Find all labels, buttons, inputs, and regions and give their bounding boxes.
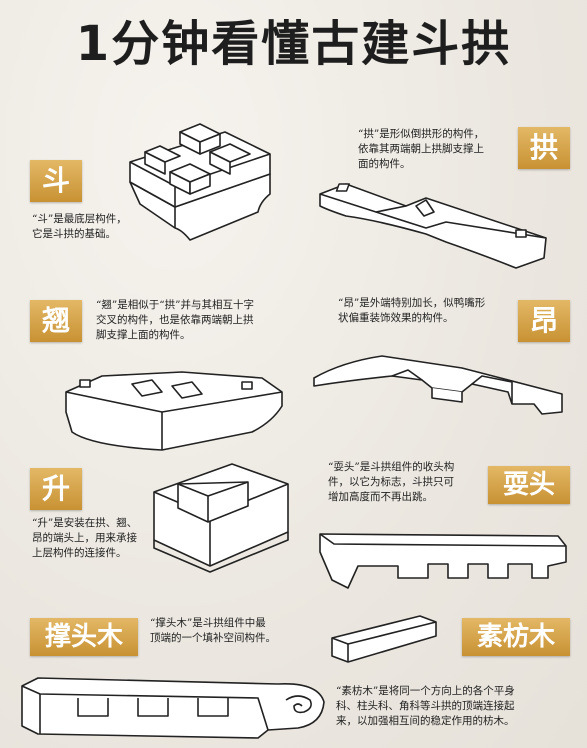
sufangmu-illustration	[331, 615, 437, 663]
desc-ang: “昂”是外端特别加长，似鸭嘴形 状偏重装饰效果的构件。	[338, 296, 485, 326]
desc-sufangmu-line: “素枋木”是将同一个方向上的各个平身	[336, 685, 515, 697]
sheng-edge	[153, 532, 289, 573]
qiao-illustration	[65, 371, 283, 451]
desc-sheng: “升”是安装在拱、翘、 昂的端头上，用来承接 上层构件的连接件。	[32, 516, 137, 561]
desc-sheng-line: 昂的端头上，用来承接	[32, 532, 137, 544]
badge-sheng: 升	[30, 468, 82, 510]
sheng-illustration	[153, 463, 289, 573]
chengtoumu-notch	[137, 698, 169, 717]
qiao-notch	[171, 381, 203, 399]
badge-sufangmu: 素枋木	[462, 618, 570, 656]
dou-base-shape	[129, 173, 271, 241]
dou-post	[209, 151, 231, 175]
chengtoumu-notch	[77, 698, 109, 717]
gong-socket	[515, 229, 527, 238]
desc-sheng-line: “升”是安装在拱、翘、	[32, 517, 138, 529]
desc-chengtoumu-line: 顶端的一个填补空间构件。	[150, 632, 276, 644]
chengtoumu-body	[21, 677, 325, 739]
desc-sufangmu: “素枋木”是将同一个方向上的各个平身 科、柱头科、角科等斗拱的顶端连接起 来，以…	[336, 684, 515, 729]
gong-socket	[335, 183, 350, 192]
ang-edge	[391, 369, 423, 381]
desc-gong-line: “拱”是形似倒拱形的构件，	[358, 128, 485, 140]
sheng-groove	[177, 481, 249, 523]
sheng-edge	[207, 481, 249, 497]
badge-ang: 昂	[518, 300, 570, 342]
qiao-body	[65, 371, 283, 451]
desc-dou-line: “斗”是最底层构件，	[32, 213, 127, 225]
qiao-socket	[79, 379, 91, 388]
shuatou-edge	[319, 533, 567, 547]
dou-illustration	[129, 123, 271, 241]
desc-qiao-line: “翘”是相似于“拱”并与其相互十字	[96, 299, 254, 311]
gong-edge	[375, 211, 547, 239]
desc-ang-line: 状偏重装饰效果的构件。	[338, 312, 454, 324]
desc-shuatou-line: 增加高度而不再出跳。	[328, 491, 433, 503]
desc-gong-line: 面的构件。	[358, 158, 411, 170]
chengtoumu-notch	[197, 698, 229, 717]
ang-edge	[471, 375, 513, 404]
desc-dou: “斗”是最底层构件， 它是斗拱的基础。	[32, 212, 127, 242]
desc-ang-line: “昂”是外端特别加长，似鸭嘴形	[338, 297, 486, 309]
desc-qiao-line: 脚支撑上面的构件。	[96, 329, 191, 341]
sufangmu-body	[331, 615, 437, 663]
dou-post	[199, 133, 221, 155]
chengtoumu-illustration	[21, 677, 325, 739]
desc-gong: “拱”是形似倒拱形的构件， 依靠其两端朝上拱脚支撑上 面的构件。	[358, 127, 484, 172]
badge-gong: 拱	[518, 127, 570, 169]
desc-sheng-line: 上层构件的连接件。	[32, 547, 127, 559]
desc-qiao-line: 交叉的构件，也是依靠两端朝上拱	[96, 314, 254, 326]
badge-shuatou: 耍头	[488, 466, 570, 504]
gong-illustration	[319, 183, 547, 269]
badge-qiao: 翘	[30, 300, 82, 342]
desc-shuatou: “耍头”是斗拱组件的收头构 件，以它为标志，斗拱只可 增加高度而不再出跳。	[328, 460, 454, 505]
desc-gong-line: 依靠其两端朝上拱脚支撑上	[358, 143, 484, 155]
dou-post-top	[144, 145, 181, 163]
desc-sufangmu-line: 来，以加强相互间的稳定作用的枋木。	[336, 715, 515, 727]
desc-dou-line: 它是斗拱的基础。	[32, 228, 116, 240]
badge-dou: 斗	[30, 160, 82, 202]
page-title: 1分钟看懂古建斗拱	[75, 16, 512, 72]
ang-notch	[431, 388, 463, 403]
scroll-carving	[285, 695, 312, 714]
desc-chengtoumu: “撑头木”是斗拱组件中最 顶端的一个填补空间构件。	[150, 616, 276, 646]
qiao-notch	[131, 379, 163, 397]
desc-sufangmu-line: 科、柱头科、角科等斗拱的顶端连接起	[336, 700, 515, 712]
desc-shuatou-line: “耍头”是斗拱组件的收头构	[328, 461, 455, 473]
chengtoumu-edge	[21, 685, 269, 731]
desc-qiao: “翘”是相似于“拱”并与其相互十字 交叉的构件，也是依靠两端朝上拱 脚支撑上面的…	[96, 298, 254, 343]
ang-body	[313, 355, 563, 415]
ang-illustration	[313, 355, 563, 415]
desc-chengtoumu-line: “撑头木”是斗拱组件中最	[150, 617, 266, 629]
qiao-socket	[241, 381, 253, 390]
shuatou-illustration	[319, 533, 567, 589]
gong-notch	[415, 199, 435, 217]
shuatou-body	[319, 533, 567, 589]
desc-shuatou-line: 件，以它为标志，斗拱只可	[328, 476, 454, 488]
badge-chengtoumu: 撑头木	[30, 618, 138, 656]
dou-post	[189, 173, 211, 195]
